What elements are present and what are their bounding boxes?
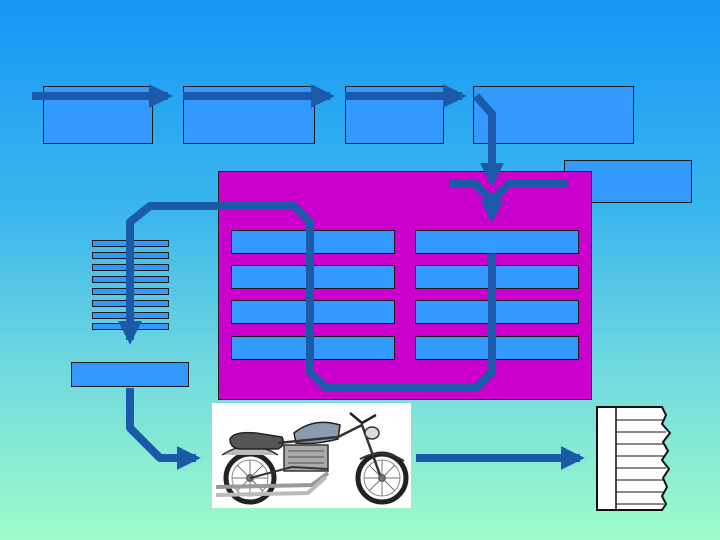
panel-cell-r4-c2: [415, 336, 579, 360]
stack-bar: [92, 323, 169, 330]
stack-bar: [92, 312, 169, 319]
stack-bar: [92, 264, 169, 271]
output-box: [71, 362, 189, 387]
stack-bar: [92, 276, 169, 283]
motorcycle-illustration: [212, 403, 411, 508]
stack-bar: [92, 300, 169, 307]
process-box-2: [183, 86, 315, 144]
arrow-output-to-motorcycle: [130, 388, 196, 458]
panel-cell-r4-c1: [231, 336, 395, 360]
torn-document-icon: [596, 406, 678, 517]
stack-bar: [92, 252, 169, 259]
front-wheel-icon: [358, 454, 406, 502]
panel-cell-r3-c1: [231, 300, 395, 324]
process-box-1: [43, 86, 153, 144]
panel-cell-r3-c2: [415, 300, 579, 324]
panel-cell-r2-c2: [415, 265, 579, 289]
panel-cell-r2-c1: [231, 265, 395, 289]
panel-cell-r1-c1: [231, 230, 395, 254]
process-box-4: [473, 86, 634, 144]
stack-bar: [92, 288, 169, 295]
process-box-3: [345, 86, 444, 144]
panel-cell-r1-c2: [415, 230, 579, 254]
stack-bar: [92, 240, 169, 247]
